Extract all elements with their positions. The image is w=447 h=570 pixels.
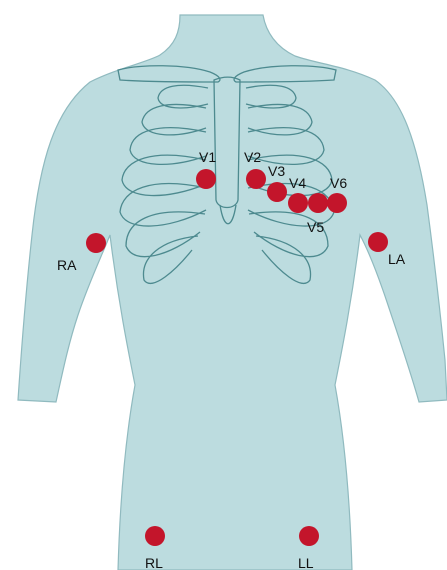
electrode-v5 [308, 193, 328, 213]
label-v1: V1 [199, 149, 216, 165]
electrode-ra [86, 233, 106, 253]
electrode-rl [145, 526, 165, 546]
label-rl: RL [145, 555, 163, 570]
label-v4: V4 [289, 175, 306, 191]
electrode-v3 [267, 182, 287, 202]
label-v5: V5 [307, 219, 324, 235]
label-v3: V3 [268, 163, 285, 179]
label-la: LA [388, 251, 406, 267]
torso-silhouette [18, 15, 447, 570]
electrode-v1 [196, 169, 216, 189]
label-ra: RA [57, 257, 77, 273]
label-v6: V6 [330, 175, 347, 191]
electrode-la [368, 232, 388, 252]
label-v2: V2 [244, 149, 261, 165]
label-ll: LL [298, 555, 314, 570]
electrode-ll [299, 526, 319, 546]
electrode-v4 [288, 193, 308, 213]
electrode-v6 [327, 193, 347, 213]
electrode-v2 [246, 169, 266, 189]
